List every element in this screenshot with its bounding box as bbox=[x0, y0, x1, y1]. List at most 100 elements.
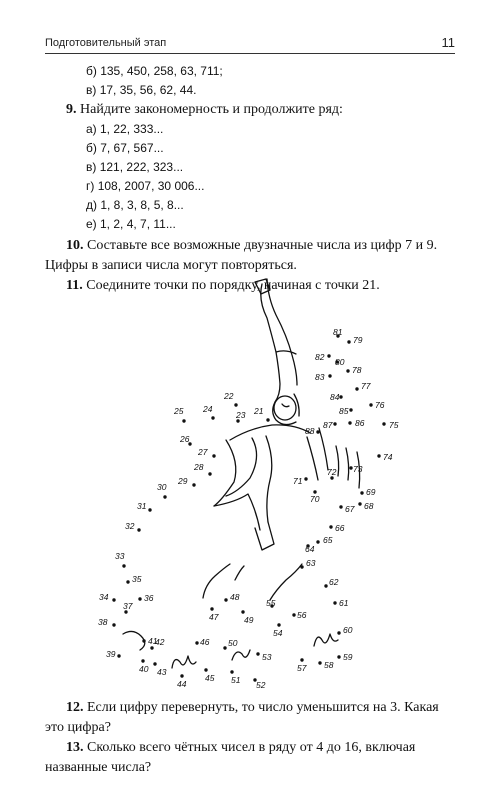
dot-23: 23 bbox=[235, 410, 246, 423]
dot-label: 48 bbox=[230, 592, 240, 602]
dot-marker bbox=[256, 652, 260, 656]
task9-heading: 9. Найдите закономерность и продолжите р… bbox=[66, 100, 343, 120]
dot-28: 28 bbox=[193, 462, 212, 476]
dot-label: 53 bbox=[262, 652, 272, 662]
dot-marker bbox=[230, 670, 234, 674]
dot-53: 53 bbox=[256, 652, 272, 662]
dot-50: 50 bbox=[223, 638, 238, 650]
dot-marker bbox=[150, 646, 154, 650]
dot-84: 84 bbox=[330, 392, 343, 402]
dot-label: 51 bbox=[231, 675, 241, 685]
dot-marker bbox=[153, 662, 157, 666]
task9-item-b: б) 7, 67, 567... bbox=[86, 141, 164, 155]
dot-25: 25 bbox=[173, 406, 186, 423]
dot-marker bbox=[292, 613, 296, 617]
running-header: Подготовительный этап 11 bbox=[45, 34, 455, 54]
dot-marker bbox=[304, 477, 308, 481]
dot-label: 32 bbox=[125, 521, 135, 531]
dot-80: 80 bbox=[335, 357, 345, 367]
dot-marker bbox=[348, 421, 352, 425]
dot-marker bbox=[382, 422, 386, 426]
dot-label: 84 bbox=[330, 392, 340, 402]
dot-marker bbox=[195, 641, 199, 645]
dot-86: 86 bbox=[348, 418, 365, 428]
dot-21: 21 bbox=[253, 406, 270, 422]
dot-label: 87 bbox=[323, 420, 333, 430]
dot-35: 35 bbox=[126, 574, 142, 584]
dot-marker bbox=[122, 564, 126, 568]
dot-label: 60 bbox=[343, 625, 353, 635]
dot-marker bbox=[192, 483, 196, 487]
dot-marker bbox=[316, 430, 320, 434]
dot-33: 33 bbox=[115, 551, 126, 568]
task10-number: 10. bbox=[66, 238, 84, 253]
dot-marker bbox=[327, 354, 331, 358]
dot-label: 33 bbox=[115, 551, 125, 561]
dot-label: 26 bbox=[179, 434, 190, 444]
numbered-dots: 2122232425262728293031323334353637383940… bbox=[98, 327, 399, 690]
dot-marker bbox=[204, 668, 208, 672]
dot-marker bbox=[369, 403, 373, 407]
dot-marker bbox=[337, 631, 341, 635]
section-title: Подготовительный этап bbox=[45, 37, 167, 49]
dot-marker bbox=[333, 601, 337, 605]
dot-label: 23 bbox=[235, 410, 246, 420]
dot-label: 46 bbox=[200, 637, 210, 647]
dot-label: 43 bbox=[157, 667, 167, 677]
dot-label: 27 bbox=[197, 447, 208, 457]
header-rule bbox=[45, 53, 455, 54]
dot-marker bbox=[138, 597, 142, 601]
dot-marker bbox=[313, 490, 317, 494]
dot-41: 41 bbox=[142, 636, 158, 646]
dot-marker bbox=[266, 418, 270, 422]
dot-40: 40 bbox=[139, 659, 149, 674]
dot-marker bbox=[333, 422, 337, 426]
dot-43: 43 bbox=[153, 662, 167, 677]
dot-label: 30 bbox=[157, 482, 167, 492]
dot-73: 73 bbox=[349, 464, 363, 474]
dot-marker bbox=[316, 540, 320, 544]
dot-marker bbox=[182, 419, 186, 423]
dot-label: 45 bbox=[205, 673, 215, 683]
dot-marker bbox=[253, 678, 257, 682]
dot-marker bbox=[349, 466, 353, 470]
dot-87: 87 bbox=[323, 420, 337, 430]
dot-76: 76 bbox=[369, 400, 385, 410]
dot-label: 54 bbox=[273, 628, 283, 638]
dot-55: 55 bbox=[266, 598, 276, 608]
dot-85: 85 bbox=[339, 406, 353, 416]
dot-marker bbox=[335, 360, 339, 364]
dot-70: 70 bbox=[310, 490, 320, 504]
dot-30: 30 bbox=[157, 482, 167, 499]
dot-65: 65 bbox=[316, 535, 333, 545]
dot-54: 54 bbox=[273, 623, 283, 638]
dot-label: 25 bbox=[173, 406, 184, 416]
task9-item-e: д) 1, 8, 3, 8, 5, 8... bbox=[86, 198, 184, 212]
dot-marker bbox=[318, 661, 322, 665]
dot-label: 77 bbox=[361, 381, 371, 391]
dot-marker bbox=[358, 502, 362, 506]
dot-marker bbox=[330, 476, 334, 480]
task11-heading: 11. Соедините точки по порядку, начиная … bbox=[66, 276, 380, 296]
dot-label: 64 bbox=[305, 544, 315, 554]
dot-label: 40 bbox=[139, 664, 149, 674]
dot-marker bbox=[163, 495, 167, 499]
dot-60: 60 bbox=[337, 625, 353, 635]
task12-line1: 12. Если цифру перевернуть, то число уме… bbox=[66, 700, 439, 715]
dot-81: 81 bbox=[333, 327, 343, 338]
dot-79: 79 bbox=[347, 335, 363, 345]
task12-number: 12. bbox=[66, 700, 84, 715]
dot-74: 74 bbox=[377, 452, 393, 462]
dot-label: 49 bbox=[244, 615, 254, 625]
dot-39: 39 bbox=[106, 649, 121, 659]
task9-item-a: а) 1, 22, 333... bbox=[86, 122, 164, 136]
dot-27: 27 bbox=[197, 447, 216, 458]
task9-item-c: в) 121, 222, 323... bbox=[86, 160, 184, 174]
dot-marker bbox=[117, 654, 121, 658]
dot-marker bbox=[180, 674, 184, 678]
task10-line2: Цифры в записи числа могут повторяться. bbox=[45, 258, 297, 273]
dot-45: 45 bbox=[204, 668, 215, 683]
dot-42: 42 bbox=[150, 637, 165, 650]
